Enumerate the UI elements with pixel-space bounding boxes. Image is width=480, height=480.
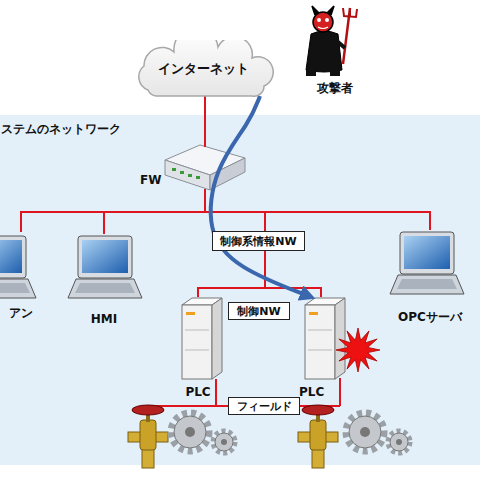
laptop-node: HMI xyxy=(70,234,138,326)
plc-slot xyxy=(185,330,209,331)
laptop-keys xyxy=(397,279,457,289)
plc-side xyxy=(212,298,222,379)
fw-lamp xyxy=(196,176,200,179)
fw-lamp xyxy=(188,174,192,177)
plc-logo xyxy=(309,312,318,315)
attacker-eye xyxy=(317,18,321,22)
fw-lamp xyxy=(172,168,176,171)
laptop-lid xyxy=(400,232,454,274)
gear-wheel xyxy=(215,433,233,451)
node-text: ステムのネットワーク xyxy=(1,121,121,138)
field-wire xyxy=(215,379,217,406)
laptop-screen xyxy=(404,236,450,269)
node-text: 制御系情報NW xyxy=(220,234,296,249)
plc-slot xyxy=(308,330,332,331)
attacker-head xyxy=(313,12,333,32)
gear-hub xyxy=(396,439,402,445)
trident-fork xyxy=(343,8,357,17)
laptop-base xyxy=(390,275,464,294)
attacker-body xyxy=(306,31,342,72)
laptop-node: アン xyxy=(0,232,42,322)
laptop-base xyxy=(68,279,142,298)
attacker-eye xyxy=(325,18,329,22)
valve-pipe xyxy=(142,448,154,468)
valve-wheel xyxy=(132,405,164,415)
laptop-node: OPCサーバ xyxy=(390,230,470,326)
node-text: 制御NW xyxy=(237,304,280,319)
valve-body xyxy=(140,420,156,450)
fw-lamp xyxy=(180,171,184,174)
laptop-keys xyxy=(75,283,135,293)
attacker-foot xyxy=(306,70,316,76)
firewall-node: FW xyxy=(138,143,246,193)
gear-hub xyxy=(360,427,370,437)
node-text: FW xyxy=(140,173,161,187)
attacker-horns xyxy=(312,6,334,15)
plc-tower xyxy=(182,298,222,379)
plc-tower xyxy=(305,298,345,379)
plc-slot xyxy=(185,350,209,351)
valve-body xyxy=(310,420,326,450)
node-text: アン xyxy=(9,305,33,322)
field-wire xyxy=(339,378,341,406)
gear-wheel xyxy=(390,433,408,451)
laptop-icon xyxy=(68,236,142,298)
attacker-figure xyxy=(306,6,357,76)
plc-front xyxy=(182,305,212,379)
node-text: HMI xyxy=(91,312,117,326)
plc-node: PLC xyxy=(176,297,220,399)
laptop-screen xyxy=(0,240,22,273)
network-label-box: フィールド xyxy=(228,397,300,415)
laptop-screen xyxy=(82,240,128,273)
node-text: PLC xyxy=(185,385,210,399)
network-label-box: 制御系情報NW xyxy=(212,231,305,251)
gear-hub xyxy=(185,427,195,437)
plc-node: PLC xyxy=(297,297,345,399)
network-band: ステムのネットワーク FW アン HMI 制御系情報NW OPCサーバ 制御NW PLC PLC… xyxy=(0,115,480,465)
plc-slot xyxy=(308,350,332,351)
node-text: PLC xyxy=(299,385,324,399)
figure-label: 攻撃者 xyxy=(300,80,370,97)
valve-wheel xyxy=(302,405,334,415)
laptop-icon xyxy=(390,232,464,294)
attacker-mouth xyxy=(318,27,328,29)
cloud-outline xyxy=(139,40,273,96)
attacker-arm xyxy=(338,42,345,48)
gear-wheel xyxy=(174,416,206,448)
node-text: フィールド xyxy=(237,399,292,414)
plc-front xyxy=(305,305,335,379)
node-text: インターネット xyxy=(158,60,249,78)
network-label-box: 制御NW xyxy=(228,302,290,320)
gear-wheel xyxy=(349,416,381,448)
gear-hub xyxy=(221,439,227,445)
valve-pipe xyxy=(312,448,324,468)
plc-logo xyxy=(186,312,195,315)
attacker-foot xyxy=(330,70,340,76)
node-text: OPCサーバ xyxy=(398,309,462,326)
cloud-node: インターネット xyxy=(128,40,278,98)
laptop-lid xyxy=(0,236,26,278)
plc-side xyxy=(335,298,345,379)
laptop-keys xyxy=(0,283,30,293)
laptop-lid xyxy=(78,236,132,278)
